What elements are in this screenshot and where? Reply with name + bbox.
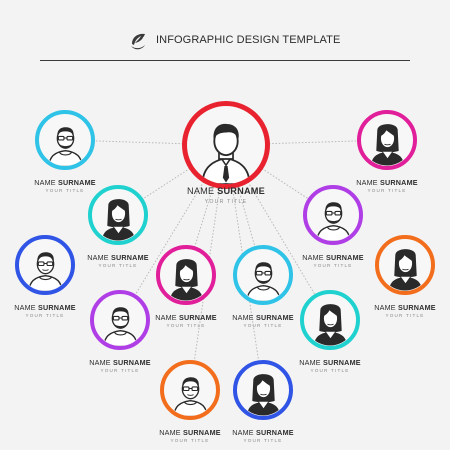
header-divider bbox=[40, 60, 410, 61]
person-name: NAME SURNAME bbox=[130, 428, 250, 437]
person-title: YOUR TITLE bbox=[243, 438, 283, 443]
first-name: NAME bbox=[299, 358, 321, 367]
avatar-ring bbox=[303, 185, 363, 245]
woman-avatar-icon bbox=[305, 295, 356, 346]
last-name: SURNAME bbox=[380, 178, 418, 187]
first-name: NAME bbox=[155, 313, 177, 322]
person-title: YOUR TITLE bbox=[310, 368, 350, 373]
woman-avatar-icon bbox=[161, 250, 212, 301]
person-title: YOUR TITLE bbox=[204, 199, 248, 205]
person-name: NAME SURNAME bbox=[0, 303, 105, 312]
first-name: NAME bbox=[356, 178, 378, 187]
last-name: SURNAME bbox=[183, 428, 221, 437]
person-name: NAME SURNAME bbox=[166, 186, 286, 196]
first-name: NAME bbox=[14, 303, 36, 312]
person-name: NAME SURNAME bbox=[203, 313, 323, 322]
woman-avatar-icon bbox=[238, 365, 289, 416]
person-name: NAME SURNAME bbox=[60, 358, 180, 367]
first-name: NAME bbox=[374, 303, 396, 312]
man-suit-avatar-icon bbox=[187, 106, 265, 184]
last-name: SURNAME bbox=[326, 253, 364, 262]
person-name: NAME SURNAME bbox=[270, 358, 390, 367]
first-name: NAME bbox=[302, 253, 324, 262]
man-glasses-avatar-icon bbox=[165, 365, 216, 416]
person-name: NAME SURNAME bbox=[327, 178, 447, 187]
person-title: YOUR TITLE bbox=[45, 188, 85, 193]
last-name: SURNAME bbox=[256, 428, 294, 437]
last-name: SURNAME bbox=[323, 358, 361, 367]
first-name: NAME bbox=[232, 428, 254, 437]
person-title: YOUR TITLE bbox=[367, 188, 407, 193]
last-name: SURNAME bbox=[58, 178, 96, 187]
person-title: YOUR TITLE bbox=[166, 323, 206, 328]
last-name: SURNAME bbox=[111, 253, 149, 262]
person-title: YOUR TITLE bbox=[25, 313, 65, 318]
avatar-ring bbox=[35, 110, 95, 170]
person-title: YOUR TITLE bbox=[313, 263, 353, 268]
header: INFOGRAPHIC DESIGN TEMPLATE bbox=[0, 28, 450, 56]
first-name: NAME bbox=[232, 313, 254, 322]
person-title: YOUR TITLE bbox=[100, 368, 140, 373]
woman-avatar-icon bbox=[380, 240, 431, 291]
man-glasses-beard-avatar-icon bbox=[238, 250, 289, 301]
person-name: NAME SURNAME bbox=[5, 178, 125, 187]
last-name: SURNAME bbox=[256, 313, 294, 322]
man-glasses-beard-avatar-icon bbox=[40, 115, 91, 166]
man-glasses-avatar-icon bbox=[20, 240, 71, 291]
woman-avatar-icon bbox=[362, 115, 413, 166]
person-title: YOUR TITLE bbox=[170, 438, 210, 443]
person-name: NAME SURNAME bbox=[345, 303, 450, 312]
last-name: SURNAME bbox=[179, 313, 217, 322]
avatar-ring bbox=[182, 101, 270, 189]
person-name: NAME SURNAME bbox=[273, 253, 393, 262]
man-glasses-beard-avatar-icon bbox=[308, 190, 359, 241]
first-name: NAME bbox=[187, 186, 215, 196]
leaf-swirl-icon bbox=[131, 33, 146, 50]
person-title: YOUR TITLE bbox=[98, 263, 138, 268]
page-title: INFOGRAPHIC DESIGN TEMPLATE bbox=[156, 34, 341, 46]
last-name: SURNAME bbox=[217, 186, 265, 196]
first-name: NAME bbox=[89, 358, 111, 367]
person-name: NAME SURNAME bbox=[126, 313, 246, 322]
person-name: NAME SURNAME bbox=[203, 428, 323, 437]
man-glasses-beard-avatar-icon bbox=[95, 295, 146, 346]
person-name: NAME SURNAME bbox=[58, 253, 178, 262]
woman-avatar-icon bbox=[93, 190, 144, 241]
person-title: YOUR TITLE bbox=[243, 323, 283, 328]
last-name: SURNAME bbox=[398, 303, 436, 312]
first-name: NAME bbox=[34, 178, 56, 187]
last-name: SURNAME bbox=[113, 358, 151, 367]
person-title: YOUR TITLE bbox=[385, 313, 425, 318]
first-name: NAME bbox=[87, 253, 109, 262]
last-name: SURNAME bbox=[38, 303, 76, 312]
first-name: NAME bbox=[159, 428, 181, 437]
